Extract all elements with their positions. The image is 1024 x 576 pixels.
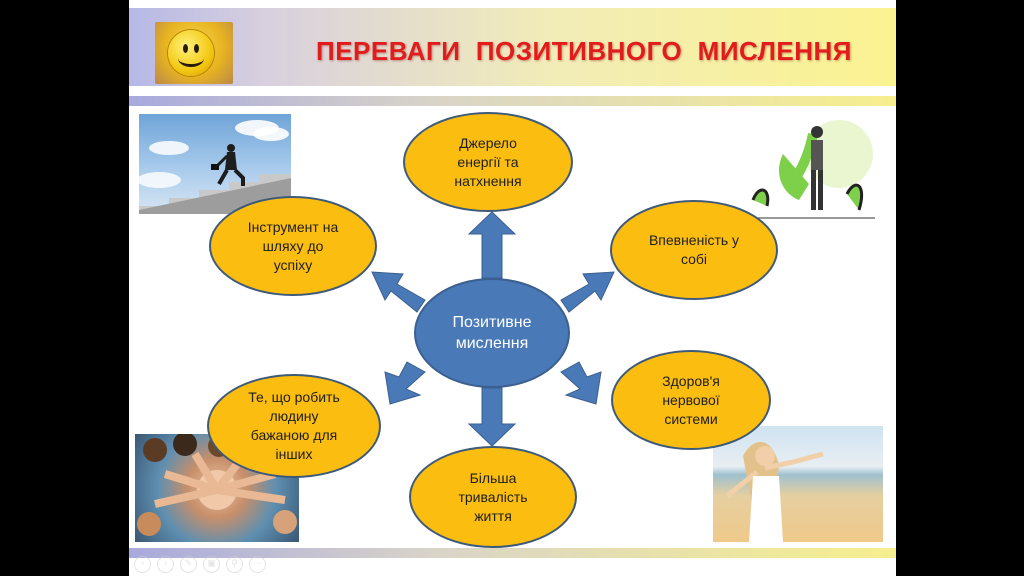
node-desirable-to-others: Те, що робить людину бажаною для інших [207, 374, 381, 478]
node-nervous-system-health: Здоров'я нервової системи [611, 350, 771, 450]
arrow-down-right [560, 361, 602, 405]
superhero-woman-image [743, 114, 875, 224]
arrow-up-left [371, 271, 426, 313]
slide-title: ПЕРЕВАГИ ПОЗИТИВНОГО МИСЛЕННЯ [316, 36, 852, 66]
center-node: Позитивне мислення [414, 278, 570, 388]
arrow-up-right [560, 271, 615, 313]
slideshow-toolbar: ‹ › ✎ ▣ ⚲ ⋯ [134, 556, 266, 574]
slide: ПЕРЕВАГИ ПОЗИТИВНОГО МИСЛЕННЯ [129, 0, 896, 576]
arrow-down [467, 387, 517, 447]
arrows-layer [371, 211, 615, 447]
node-self-confidence: Впевненість у собі [610, 200, 778, 300]
node-self-confidence-label: Впевненість у собі [648, 232, 740, 267]
smiley-face-icon [168, 30, 214, 76]
node-energy-source-label: Джерело енергії та натхнення [454, 134, 522, 189]
node-success-tool: Інструмент на шляху до успіху [209, 196, 377, 296]
divider-top [129, 96, 896, 106]
prev-icon[interactable]: ‹ [134, 556, 151, 573]
zoom-icon[interactable]: ⚲ [226, 556, 243, 573]
woman-beach-image [713, 426, 883, 542]
arrow-up [467, 211, 517, 279]
smiley-logo [155, 22, 233, 84]
next-icon[interactable]: › [157, 556, 174, 573]
pen-icon[interactable]: ✎ [180, 556, 197, 573]
divider-bottom [129, 548, 896, 558]
node-success-tool-label: Інструмент на шляху до успіху [247, 218, 339, 273]
arrow-down-left [384, 361, 426, 405]
node-desirable-to-others-label: Те, що робить людину бажаною для інших [248, 389, 340, 462]
slides-icon[interactable]: ▣ [203, 556, 220, 573]
header-band: ПЕРЕВАГИ ПОЗИТИВНОГО МИСЛЕННЯ [129, 8, 896, 86]
more-icon[interactable]: ⋯ [249, 556, 266, 573]
node-longer-life: Більша тривалість життя [409, 446, 577, 548]
node-nervous-system-health-label: Здоров'я нервової системи [662, 372, 720, 427]
center-node-label: Позитивне мислення [452, 314, 532, 352]
node-energy-source: Джерело енергії та натхнення [403, 112, 573, 212]
node-longer-life-label: Більша тривалість життя [458, 469, 528, 524]
